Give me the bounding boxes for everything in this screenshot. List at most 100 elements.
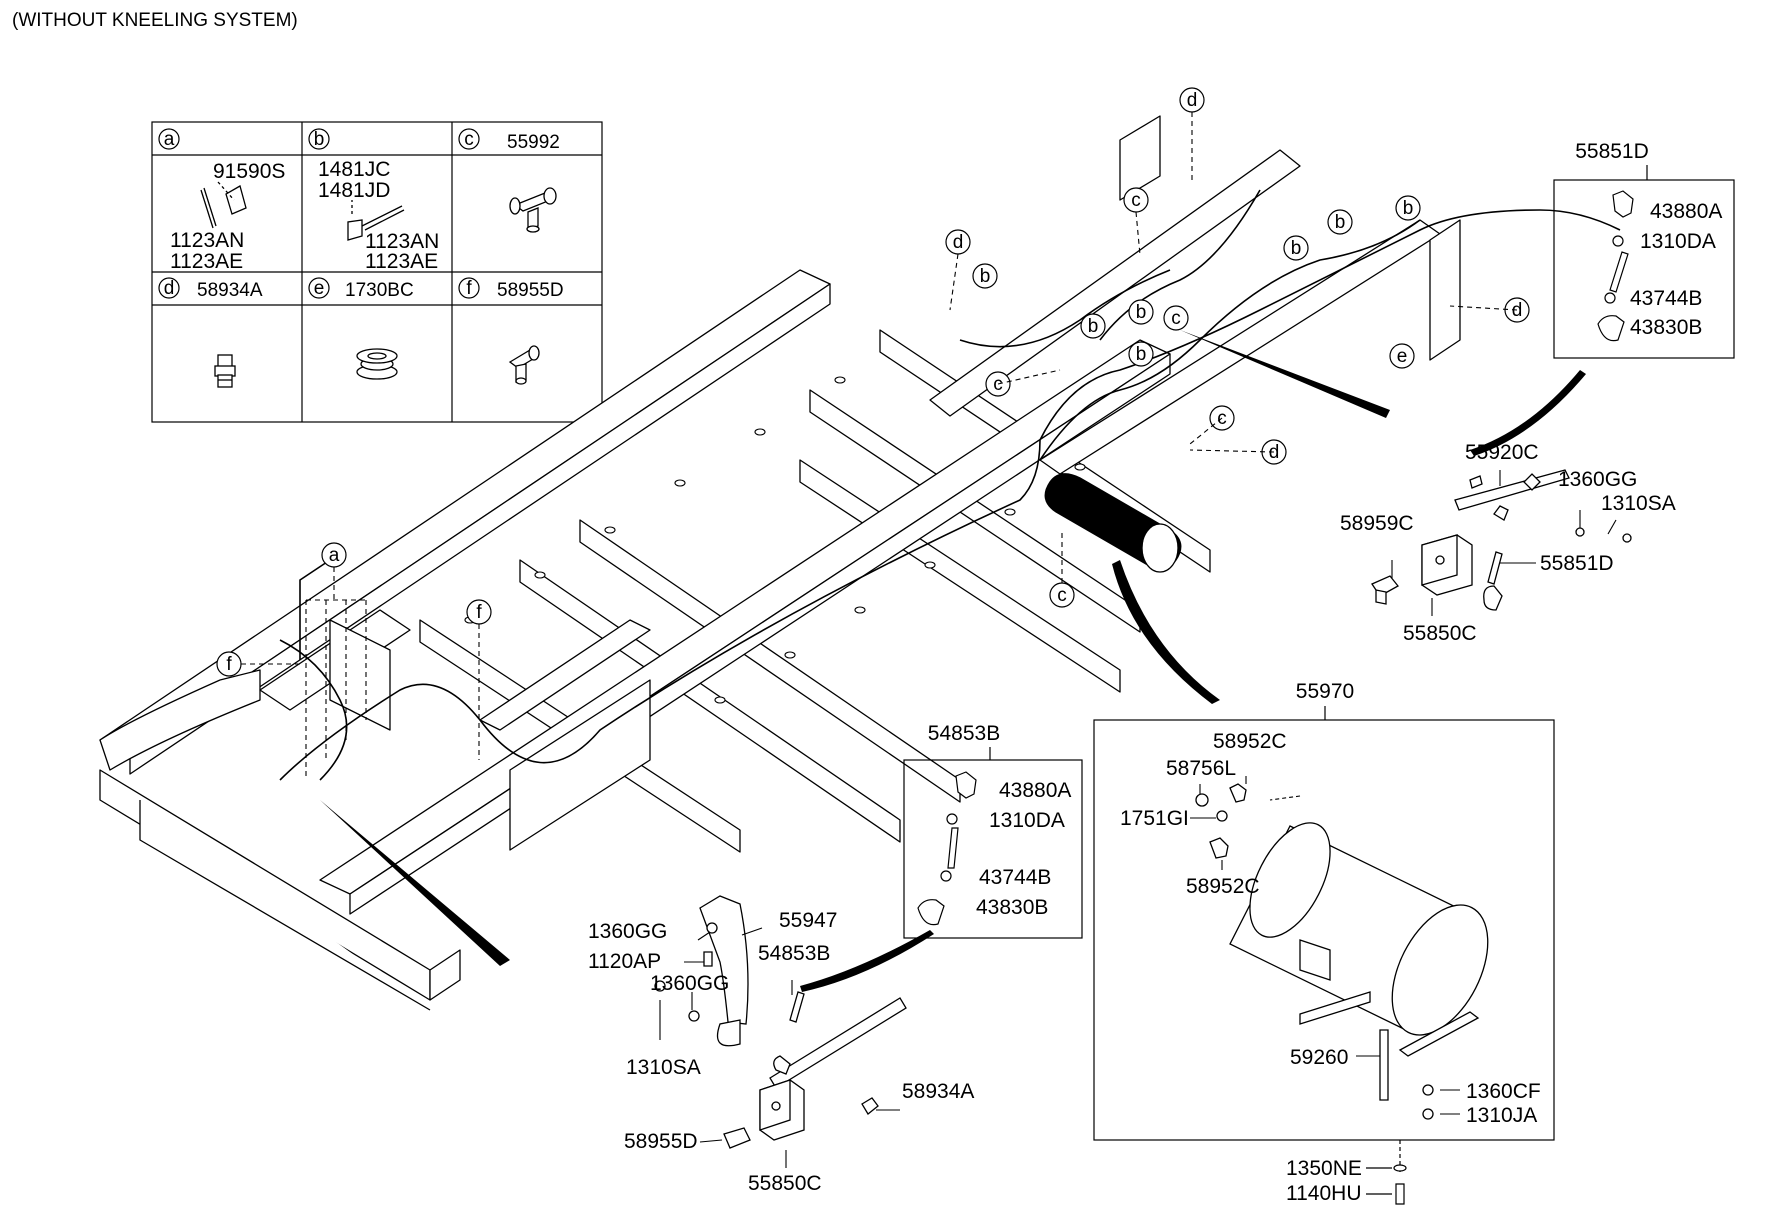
legend-code-d: 58934A — [197, 280, 263, 301]
legend-b-part-1: 1481JC — [318, 158, 390, 181]
box-55970-part-1751GI: 1751GI — [1120, 807, 1189, 830]
box-55851D-parts-icons — [1597, 190, 1634, 342]
legend-a-bracket-icon — [200, 181, 247, 229]
legend-code-c: 55992 — [507, 132, 560, 153]
legend-a-part-3: 1123AE — [170, 250, 243, 273]
rear-valve-1310SA: 1310SA — [1601, 492, 1676, 515]
box-54853B — [903, 759, 1083, 939]
box-55970-part-58756L: 58756L — [1166, 757, 1236, 780]
front-valve-leaders — [659, 927, 900, 1168]
box-55851D — [1553, 179, 1735, 359]
legend-letter-a: a — [164, 129, 175, 150]
rear-valve-55851D: 55851D — [1540, 552, 1614, 575]
callout-c-2: c — [1171, 308, 1181, 329]
front-valve-1360GG-2: 1360GG — [650, 972, 729, 995]
legend-headers: a b c 55992 d 58934A e 1730BC f 58955D — [158, 128, 564, 301]
legend-letter-c: c — [464, 129, 474, 150]
front-valve-1120AP: 1120AP — [588, 950, 661, 973]
legend-b-part-3: 1123AN — [365, 230, 439, 253]
box-55970-leaders — [1190, 776, 1460, 1115]
box-55970-part-58952C-1: 58952C — [1213, 730, 1287, 753]
rear-valve-55850C: 55850C — [1403, 622, 1477, 645]
box-55851D-title: 55851D — [1575, 140, 1649, 163]
legend-elbow-fitting-icon — [508, 345, 540, 385]
front-valve-54853B: 54853B — [758, 942, 830, 965]
box-55851D-part-1: 43880A — [1650, 200, 1722, 223]
legend-table — [151, 121, 603, 423]
callout-b-1: b — [1335, 212, 1346, 233]
callout-c-1: c — [1131, 190, 1141, 211]
legend-letter-f: f — [466, 278, 472, 299]
legend-a-part-1: 91590S — [213, 160, 285, 183]
air-line-harness — [279, 189, 1621, 781]
legend-code-f: 58955D — [497, 280, 564, 301]
callout-c-5: c — [1057, 585, 1067, 606]
box-55970-part-1310JA: 1310JA — [1466, 1104, 1537, 1127]
box-55970-part-1360CF: 1360CF — [1466, 1080, 1541, 1103]
box-54853B-title: 54853B — [928, 722, 1000, 745]
box-55851D-part-3: 43744B — [1630, 287, 1702, 310]
rear-leveling-valve — [1371, 469, 1632, 611]
box-54853B-part-1: 43880A — [999, 779, 1071, 802]
box-54853B-part-4: 43830B — [976, 896, 1048, 919]
tank-mount-1350NE: 1350NE — [1286, 1157, 1362, 1180]
callout-c-3: c — [993, 374, 1003, 395]
legend-letter-d: d — [164, 278, 175, 299]
box-55851D-part-2: 1310DA — [1640, 230, 1716, 253]
legend-connector-icon — [214, 354, 236, 388]
callout-b-5: b — [1136, 302, 1147, 323]
callout-d-4: d — [1269, 442, 1280, 463]
box-55970-part-59260: 59260 — [1290, 1046, 1348, 1069]
tank-mount-1140HU: 1140HU — [1286, 1182, 1362, 1205]
callout-b-4: b — [980, 266, 991, 287]
callout-a-1: a — [329, 545, 340, 566]
legend-a-part-2: 1123AN — [170, 229, 244, 252]
callout-b-2: b — [1403, 198, 1414, 219]
callout-e-1: e — [1397, 346, 1408, 367]
diagram-title: (WITHOUT KNEELING SYSTEM) — [12, 10, 298, 31]
callout-f-1: f — [476, 602, 482, 623]
legend-tee-fitting-icon — [509, 187, 557, 233]
legend-code-e: 1730BC — [345, 280, 414, 301]
legend-letter-b: b — [314, 129, 325, 150]
callout-b-3: b — [1291, 238, 1302, 259]
chassis-frame — [99, 115, 1461, 1011]
legend-b-part-2: 1481JD — [318, 179, 390, 202]
box-54853B-part-2: 1310DA — [989, 809, 1065, 832]
legend-b-clip-icon — [347, 200, 405, 241]
callout-b-6: b — [1088, 316, 1099, 337]
callout-b-7: b — [1136, 344, 1147, 365]
front-valve-58955D: 58955D — [624, 1130, 698, 1153]
front-valve-55850C: 55850C — [748, 1172, 822, 1195]
box-55970 — [1093, 719, 1555, 1141]
callout-d-3: d — [1512, 300, 1523, 321]
rear-valve-leaders — [1391, 470, 1617, 616]
rear-valve-55920C: 55920C — [1465, 441, 1539, 464]
front-leveling-valve — [654, 895, 907, 1149]
frame-air-tank — [1044, 473, 1182, 573]
front-valve-1310SA: 1310SA — [626, 1056, 701, 1079]
box-55851D-part-4: 43830B — [1630, 316, 1702, 339]
box-55970-title: 55970 — [1296, 680, 1354, 703]
pointer-wedges — [320, 330, 1586, 992]
front-valve-1360GG-1: 1360GG — [588, 920, 667, 943]
callout-d-1: d — [1187, 90, 1198, 111]
callout-d-2: d — [953, 232, 964, 253]
callout-leaders — [241, 112, 1518, 780]
box-54853B-part-3: 43744B — [979, 866, 1051, 889]
box-55970-tank-drawing — [1195, 783, 1489, 1120]
tank-mount-hardware — [1366, 1140, 1407, 1205]
legend-grommet-icon — [356, 348, 398, 380]
box-54853B-parts-icons — [917, 771, 977, 926]
rear-valve-58959C: 58959C — [1340, 512, 1414, 535]
box-55970-part-58952C-2: 58952C — [1186, 875, 1260, 898]
front-valve-58934A: 58934A — [902, 1080, 974, 1103]
legend-b-part-4: 1123AE — [365, 250, 438, 273]
rear-valve-1360GG: 1360GG — [1558, 468, 1637, 491]
callout-f-2: f — [226, 654, 232, 675]
frame-callouts: d d c b b b b b c b d e b c c d c a f — [216, 87, 1530, 677]
legend-letter-e: e — [314, 278, 325, 299]
front-valve-55947: 55947 — [779, 909, 837, 932]
